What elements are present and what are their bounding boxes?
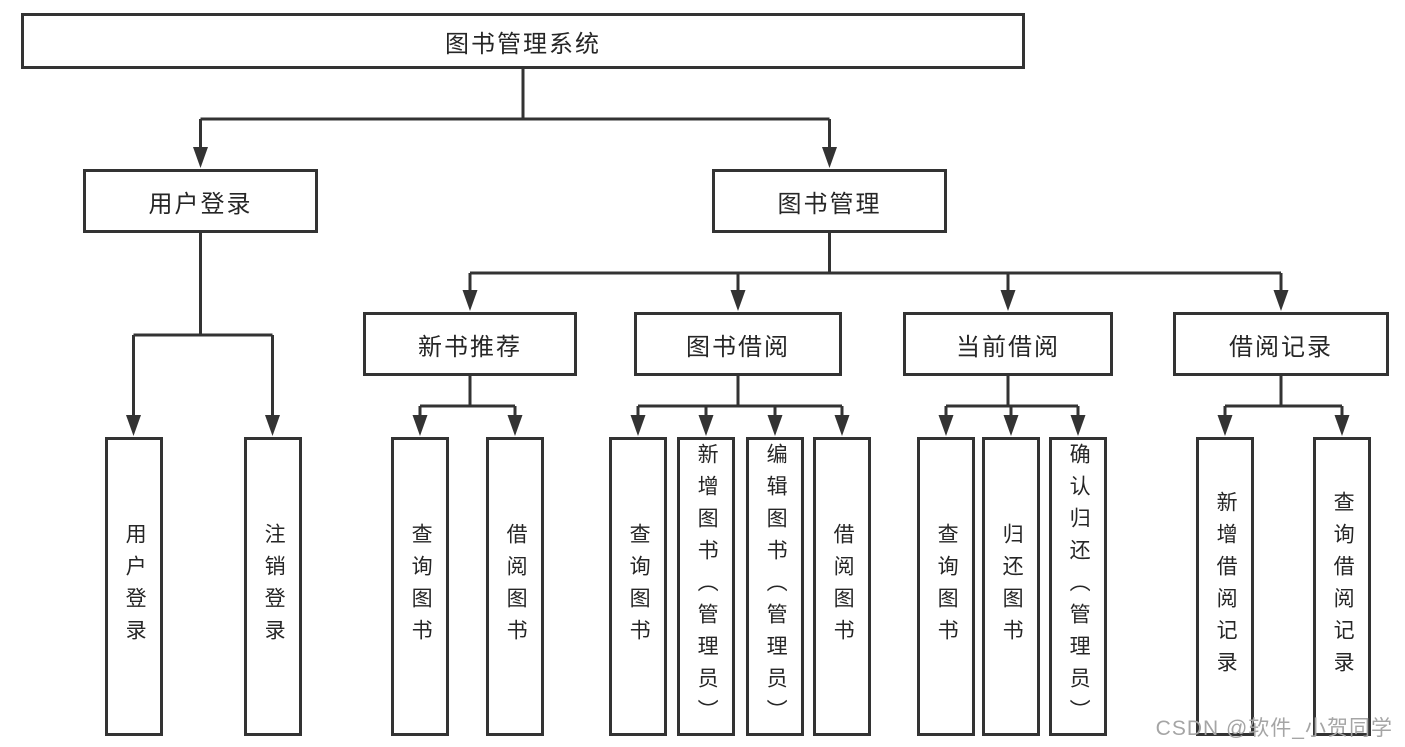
leaf-add-borrow-record: 新增借阅记录	[1196, 437, 1254, 736]
leaf-recommend-query-books: 查询图书	[391, 437, 449, 736]
connector-borrow-records-children	[1223, 374, 1344, 420]
leaf-label: 新增图书（管理员）	[695, 442, 719, 731]
leaf-current-query-books: 查询图书	[917, 437, 975, 736]
leaf-label: 查询图书	[935, 522, 959, 651]
connector-new-book-recommend-children	[418, 374, 517, 420]
node-label: 新书推荐	[418, 333, 522, 361]
leaf-label: 借阅图书	[831, 522, 855, 651]
leaf-label: 归还图书	[1000, 522, 1024, 651]
leaf-label: 借阅图书	[504, 522, 528, 651]
leaf-logout: 注销登录	[244, 437, 302, 736]
connector-user-login-children	[132, 231, 274, 418]
csdn-watermark: CSDN @软件_小贺同学	[1155, 717, 1393, 740]
leaf-return-books: 归还图书	[982, 437, 1040, 736]
node-user-login: 用户登录	[83, 169, 318, 233]
node-label: 图书管理	[777, 190, 882, 218]
leaf-query-borrow-record: 查询借阅记录	[1313, 437, 1371, 736]
node-library-management-system: 图书管理系统	[21, 13, 1025, 69]
connector-root-to-level2	[199, 67, 831, 150]
leaf-label: 确认归还（管理员）	[1067, 442, 1091, 731]
node-label: 借阅记录	[1229, 333, 1333, 361]
leaf-add-books-admin: 新增图书（管理员）	[677, 437, 735, 736]
connector-current-borrow-children	[944, 374, 1080, 420]
connector-book-borrow-children	[636, 374, 844, 420]
leaf-recommend-borrow-books: 借阅图书	[486, 437, 544, 736]
connector-book-management-to-level3	[468, 231, 1283, 294]
leaf-label: 新增借阅记录	[1214, 490, 1238, 683]
node-new-book-recommendation: 新书推荐	[363, 312, 577, 376]
node-label: 图书管理系统	[445, 30, 601, 58]
leaf-confirm-return-admin: 确认归还（管理员）	[1049, 437, 1107, 736]
node-label: 图书借阅	[686, 333, 790, 361]
node-borrowing-records: 借阅记录	[1173, 312, 1389, 376]
leaf-label: 编辑图书（管理员）	[764, 442, 788, 731]
node-label: 用户登录	[148, 190, 253, 218]
leaf-label: 注销登录	[262, 522, 286, 651]
leaf-borrow-query-books: 查询图书	[609, 437, 667, 736]
leaf-label: 查询借阅记录	[1331, 490, 1355, 683]
leaf-label: 查询图书	[409, 522, 433, 651]
leaf-label: 用户登录	[123, 522, 147, 651]
node-book-borrowing: 图书借阅	[634, 312, 842, 376]
node-book-management: 图书管理	[712, 169, 947, 233]
leaf-label: 查询图书	[627, 522, 651, 651]
node-current-borrowing: 当前借阅	[903, 312, 1113, 376]
leaf-borrow-books: 借阅图书	[813, 437, 871, 736]
node-label: 当前借阅	[956, 333, 1060, 361]
arrowheads	[126, 147, 1350, 436]
leaf-user-login: 用户登录	[105, 437, 163, 736]
leaf-edit-books-admin: 编辑图书（管理员）	[746, 437, 804, 736]
